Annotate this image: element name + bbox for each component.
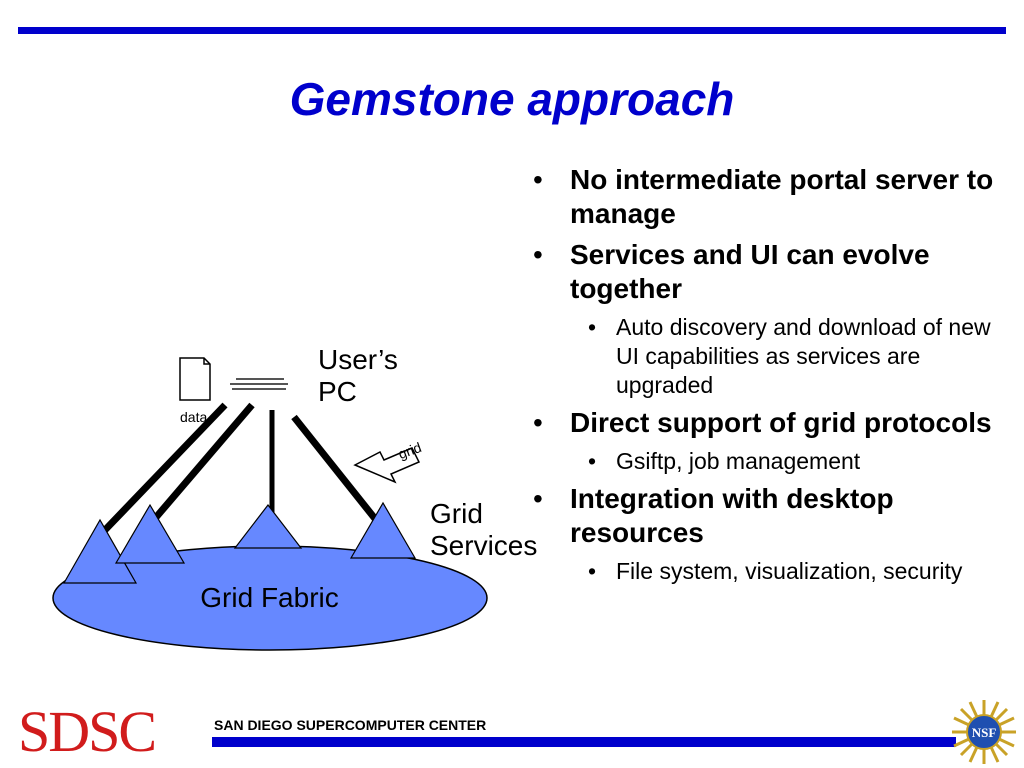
bullet-item: Services and UI can evolve together [528,238,1008,306]
grid-service-triangle-2 [114,503,186,564]
users-pc-label: User’s PC [318,344,398,407]
data-document-icon [179,357,211,401]
connection-line-4 [291,414,383,528]
nsf-logo-text: NSF [972,725,997,740]
grid-services-label: Grid Services [430,498,538,561]
bullet-item: Direct support of grid protocols [528,406,1008,440]
footer-accent-bar [212,737,956,747]
grid-service-triangle-1 [62,518,138,584]
grid-fabric-label: Grid Fabric [200,582,339,613]
gemstone-diagram [52,357,488,651]
nsf-logo-icon: NSF [952,700,1016,764]
sub-bullet-item: Gsiftp, job management [528,447,1008,476]
bullet-item: No intermediate portal server to manage [528,163,1008,231]
sub-bullet-item: File system, visualization, security [528,557,1008,586]
footer-org-name: SAN DIEGO SUPERCOMPUTER CENTER [214,717,487,733]
top-accent-bar [18,27,1006,34]
slide-title: Gemstone approach [289,73,735,125]
grid-arrow-icon [353,447,421,484]
grid-service-triangle-3 [233,504,303,549]
connection-line-2 [149,402,255,525]
grid-service-triangle-4 [349,501,417,559]
connection-line-1 [102,402,228,533]
users-pc-placeholder [230,378,288,390]
sdsc-logo: SDSC [18,699,157,764]
bullet-item: Integration with desktop resources [528,482,1008,550]
data-label: data [180,409,208,425]
sub-bullet-item: Auto discovery and download of new UI ca… [528,313,1008,400]
bullet-list: No intermediate portal server to manage … [528,163,1008,592]
